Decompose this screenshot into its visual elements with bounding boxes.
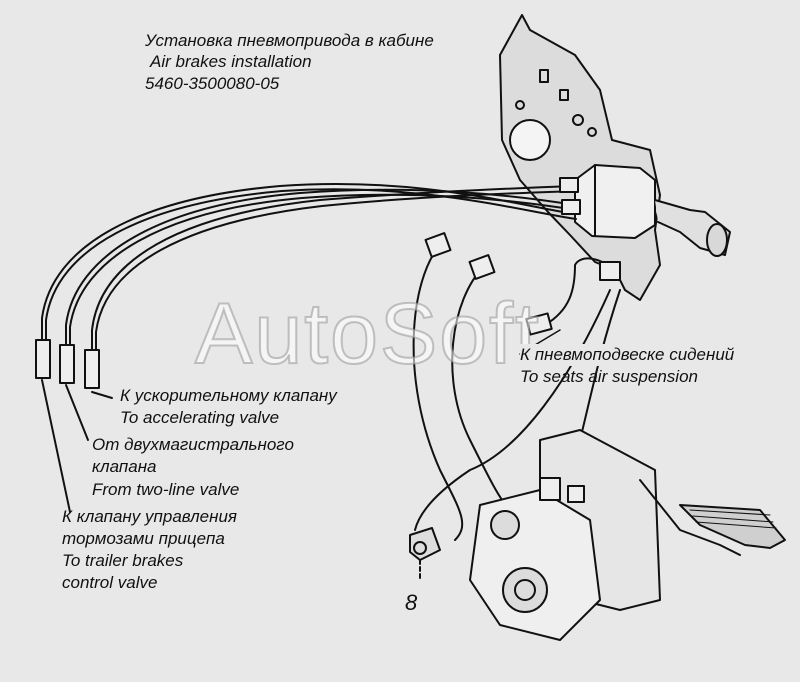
- pipe-accelerating: [91, 185, 576, 361]
- leader-accel: [91, 391, 113, 399]
- title-line-3: 5460-3500080-05: [145, 74, 280, 93]
- fitting: [84, 349, 100, 389]
- label-trailer-en-2: control valve: [62, 573, 158, 592]
- fitting: [539, 477, 561, 501]
- plate-hole-small: [587, 127, 597, 137]
- label-twoline-ru-1: От двухмагистрального: [92, 435, 294, 454]
- fitting: [599, 261, 621, 281]
- label-twoline-en: From two-line valve: [92, 480, 240, 499]
- brake-valve-port: [490, 510, 520, 540]
- hand-valve-body: [574, 164, 656, 239]
- leader-trailer: [41, 379, 71, 513]
- pipe-accelerating-2: [95, 190, 577, 361]
- plate-slot: [559, 89, 569, 101]
- brake-pedal-arm: [639, 479, 741, 556]
- pipe-trailer-2: [45, 188, 577, 351]
- label-twoline-ru-2: клапана: [92, 457, 157, 476]
- fitting: [424, 232, 452, 258]
- brake-valve-port: [502, 567, 548, 613]
- title-line-2: Air brakes installation: [150, 52, 312, 71]
- fitting: [559, 177, 579, 193]
- watermark: AutoSoft: [194, 285, 541, 383]
- label-seats-ru: К пневмоподвеске сидений: [520, 344, 735, 366]
- fitting: [561, 199, 581, 215]
- brake-pedal-pad: [679, 504, 786, 549]
- plate-hole: [509, 119, 551, 161]
- pipe-loose-2: [451, 264, 511, 511]
- plate-hole-small: [572, 114, 584, 126]
- title-line-1: Установка пневмопривода в кабине: [145, 31, 434, 50]
- callout-number: 8: [405, 590, 418, 615]
- label-trailer-en-1: To trailer brakes: [62, 551, 184, 570]
- label-trailer-ru-1: К клапану управления: [62, 507, 238, 526]
- label-accel-en: To accelerating valve: [120, 408, 280, 427]
- label-seats-en: To seats air suspension: [520, 367, 698, 386]
- fitting: [468, 254, 496, 280]
- pipe-twoline: [65, 188, 576, 356]
- plate-slot: [539, 69, 549, 83]
- pipe-trailer: [41, 183, 576, 351]
- fitting: [59, 344, 75, 384]
- label-accel-ru: К ускорительному клапану: [120, 386, 337, 405]
- fitting: [567, 485, 585, 503]
- pipe-loose-1: [412, 244, 464, 541]
- fitting: [35, 339, 51, 379]
- leader-twoline: [65, 384, 89, 441]
- label-trailer-ru-2: тормозами прицепа: [62, 529, 225, 548]
- fitting: [525, 312, 553, 336]
- plate-hole-small: [515, 100, 525, 110]
